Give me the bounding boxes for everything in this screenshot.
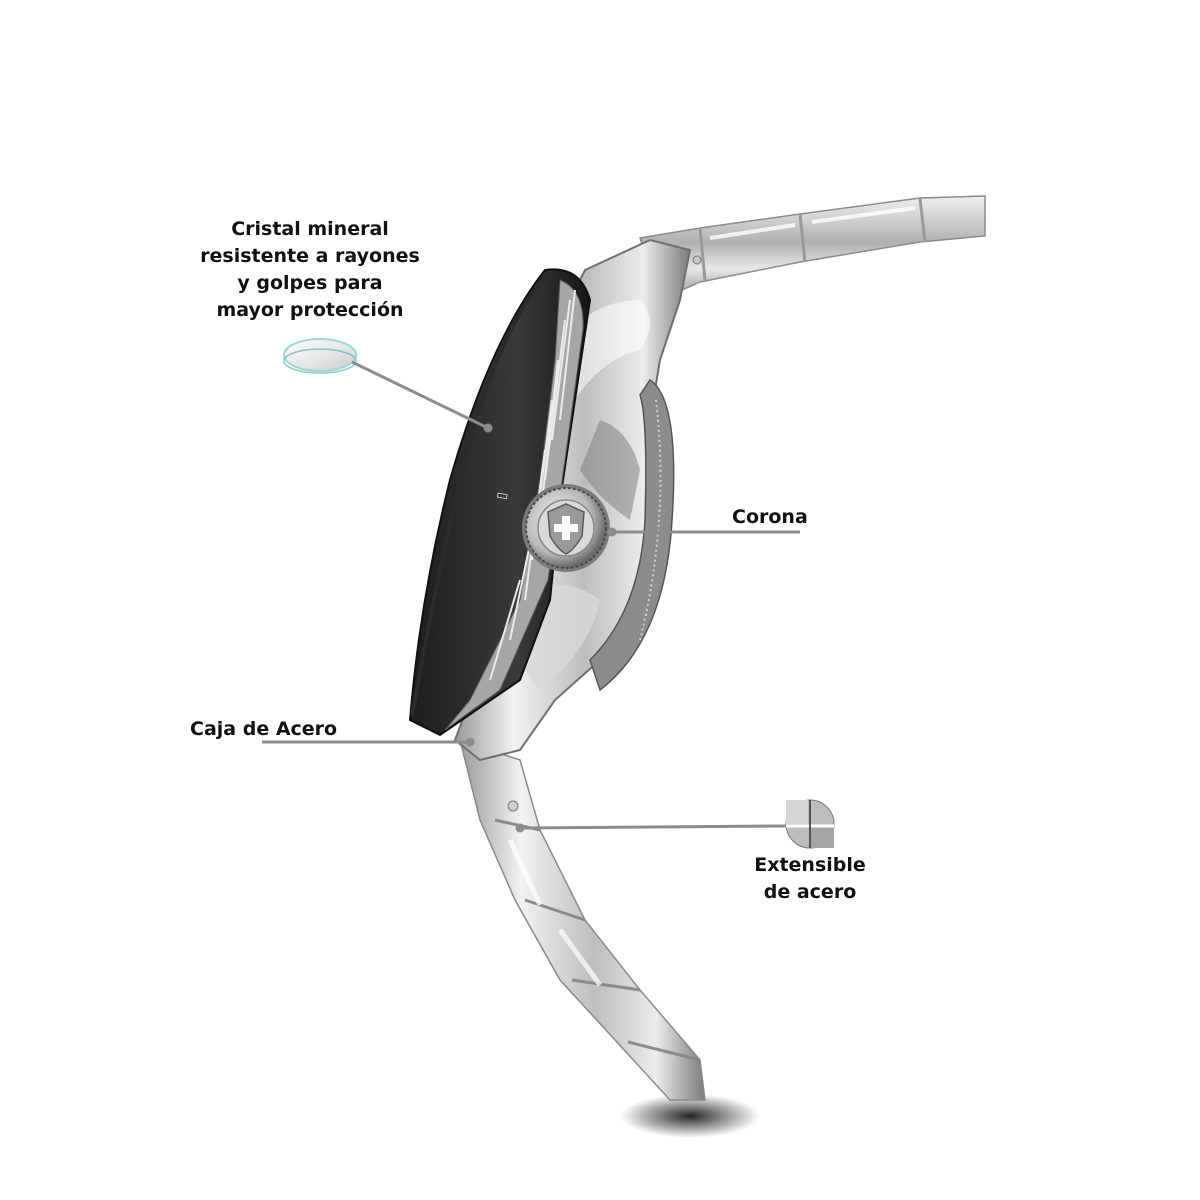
leader-line-crystal [351, 360, 489, 430]
callout-crown-text: Corona [732, 506, 808, 528]
callout-crown: Corona [732, 504, 808, 531]
swiss-cross-shield-icon [547, 503, 585, 555]
callout-crystal-line-2: resistente a rayones [200, 245, 420, 267]
callout-case-text: Caja de Acero [190, 718, 338, 740]
callout-crystal: Cristal mineral resistente a rayones y g… [150, 216, 470, 324]
crown [522, 484, 610, 572]
callout-bracelet-line-2: de acero [763, 881, 857, 903]
caseback-ring [589, 378, 675, 692]
bezel-marking: ▯ [494, 491, 510, 501]
callout-crystal-line-3: y golpes para [237, 272, 383, 294]
upper-bracelet [639, 195, 986, 302]
callout-bracelet-line-1: Extensible [754, 854, 866, 876]
lower-bracelet [458, 738, 706, 1101]
callout-bracelet: Extensible de acero [740, 852, 880, 906]
crystal-edge [410, 270, 550, 717]
crystal-disc-icon [283, 338, 357, 374]
callout-case: Caja de Acero [190, 716, 337, 743]
leader-line-bracelet [519, 824, 787, 830]
callout-crystal-line-4: mayor protección [216, 299, 404, 321]
callout-crystal-line-1: Cristal mineral [231, 218, 389, 240]
bracelet-shadow [620, 1094, 760, 1138]
bracelet-link-icon [785, 799, 835, 849]
leader-lines [262, 360, 800, 833]
